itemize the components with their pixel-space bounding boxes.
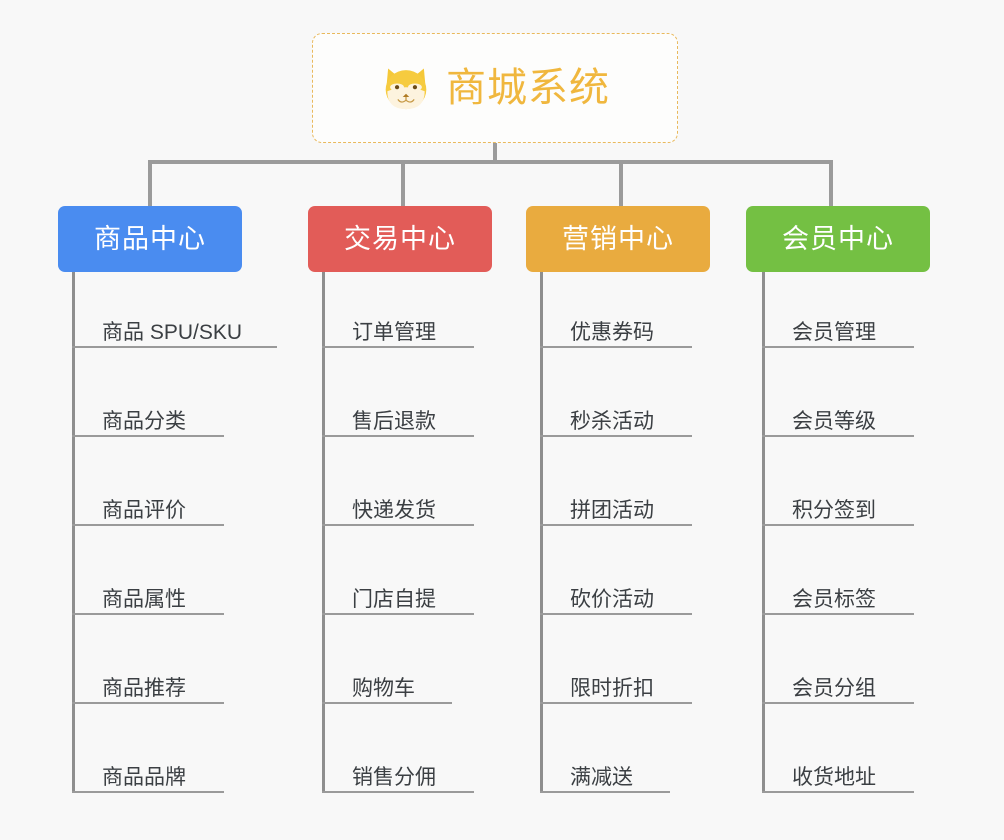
leaf-underline xyxy=(762,702,914,704)
category-box-2[interactable]: 交易中心 xyxy=(308,206,492,272)
leaf-underline xyxy=(540,613,692,615)
leaf-label: 商品 SPU/SKU xyxy=(102,321,243,344)
leaf-label: 会员管理 xyxy=(792,321,876,344)
leaf-underline xyxy=(762,791,914,793)
leaf-label: 商品属性 xyxy=(102,588,186,611)
leaf-underline xyxy=(322,702,452,704)
leaf-underline xyxy=(540,791,670,793)
category-label: 交易中心 xyxy=(344,223,456,254)
branch-spine-1 xyxy=(72,272,75,793)
leaf-label: 积分签到 xyxy=(792,499,876,522)
leaf-underline xyxy=(72,702,224,704)
category-box-1[interactable]: 商品中心 xyxy=(58,206,242,272)
leaf-label: 商品分类 xyxy=(102,410,186,433)
leaf-label: 购物车 xyxy=(352,677,415,700)
leaf-label: 优惠券码 xyxy=(570,321,654,344)
leaf-label: 售后退款 xyxy=(352,410,436,433)
leaf-label: 拼团活动 xyxy=(570,499,654,522)
connector-drop-3 xyxy=(619,160,623,208)
leaf-label: 订单管理 xyxy=(352,321,436,344)
leaf-label: 会员分组 xyxy=(792,677,876,700)
shiba-dog-face-icon xyxy=(380,62,432,114)
leaf-label: 收货地址 xyxy=(792,766,876,789)
leaf-label: 快递发货 xyxy=(352,499,436,522)
leaf-label: 商品推荐 xyxy=(102,677,186,700)
leaf-underline xyxy=(322,791,474,793)
leaf-underline xyxy=(762,524,914,526)
leaf-label: 商品评价 xyxy=(102,499,186,522)
root-title: 商城系统 xyxy=(446,66,610,110)
leaf-label: 商品品牌 xyxy=(102,766,186,789)
leaf-underline xyxy=(540,702,692,704)
leaf-underline xyxy=(762,613,914,615)
root-node[interactable]: 商城系统 xyxy=(312,33,678,143)
branch-spine-3 xyxy=(540,272,543,793)
category-label: 营销中心 xyxy=(562,223,674,254)
leaf-underline xyxy=(72,791,224,793)
category-label: 会员中心 xyxy=(782,223,894,254)
leaf-underline xyxy=(72,613,224,615)
category-box-4[interactable]: 会员中心 xyxy=(746,206,930,272)
leaf-label: 满减送 xyxy=(570,766,633,789)
category-box-3[interactable]: 营销中心 xyxy=(526,206,710,272)
leaf-underline xyxy=(72,435,224,437)
branch-spine-2 xyxy=(322,272,325,793)
connector-horizontal-bus xyxy=(148,160,832,164)
leaf-underline xyxy=(540,524,692,526)
leaf-underline xyxy=(72,346,277,348)
leaf-underline xyxy=(322,346,474,348)
leaf-underline xyxy=(540,346,692,348)
leaf-label: 会员等级 xyxy=(792,410,876,433)
leaf-label: 砍价活动 xyxy=(570,588,654,611)
leaf-underline xyxy=(322,435,474,437)
leaf-label: 秒杀活动 xyxy=(570,410,654,433)
connector-drop-4 xyxy=(829,160,833,208)
leaf-label: 门店自提 xyxy=(352,588,436,611)
leaf-label: 会员标签 xyxy=(792,588,876,611)
leaf-label: 限时折扣 xyxy=(570,677,654,700)
connector-drop-1 xyxy=(148,160,152,208)
leaf-label: 销售分佣 xyxy=(352,766,436,789)
leaf-underline xyxy=(540,435,692,437)
leaf-underline xyxy=(322,613,474,615)
branch-spine-4 xyxy=(762,272,765,793)
leaf-underline xyxy=(762,346,914,348)
leaf-underline xyxy=(322,524,474,526)
connector-drop-2 xyxy=(401,160,405,208)
leaf-underline xyxy=(762,435,914,437)
leaf-underline xyxy=(72,524,224,526)
category-label: 商品中心 xyxy=(94,223,206,254)
connector-root-stem xyxy=(493,143,497,164)
